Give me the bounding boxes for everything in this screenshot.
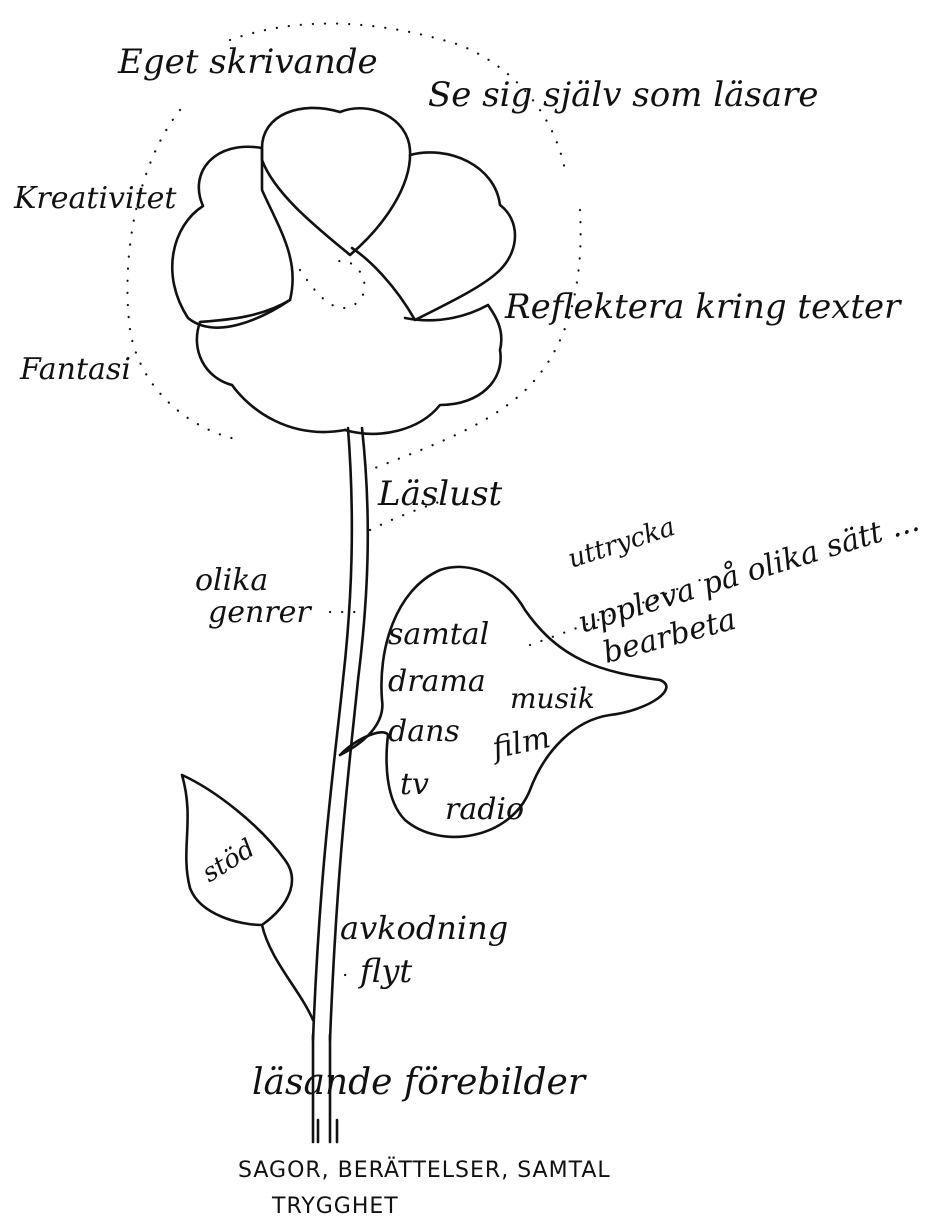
petal-right	[352, 152, 515, 320]
petal-lower-left	[197, 300, 345, 432]
label-lasande-forebilder: läsande förebilder	[252, 1065, 585, 1101]
dotted-center	[300, 261, 365, 308]
label-reflektera: Reflektera kring texter	[505, 290, 900, 324]
petal-top-center	[262, 108, 410, 255]
label-avkodning: avkodning	[340, 912, 508, 944]
leaf-stod	[182, 775, 313, 1020]
label-eget-skrivande: Eget skrivande	[118, 45, 378, 79]
label-flyt: flyt	[360, 955, 412, 987]
label-trygghet: TRYGGHET	[272, 1196, 399, 1218]
label-musik: musik	[510, 685, 595, 713]
label-drama: drama	[388, 667, 486, 697]
label-se-sig-sjalv: Se sig själv som läsare	[428, 78, 818, 112]
petal-lower-right	[345, 305, 501, 434]
dotted-halo-left	[127, 110, 240, 440]
label-sagor-berattelser-samtal: SAGOR, BERÄTTELSER, SAMTAL	[238, 1160, 611, 1182]
label-fantasi: Fantasi	[20, 355, 131, 385]
petal-top-left	[172, 147, 292, 328]
label-genrer: genrer	[208, 598, 311, 628]
label-olika: olika	[195, 566, 268, 596]
label-samtal: samtal	[388, 620, 489, 650]
label-tv: tv	[400, 770, 429, 800]
label-radio: radio	[445, 795, 524, 825]
label-dans: dans	[388, 717, 460, 747]
label-kreativitet: Kreativitet	[14, 184, 176, 214]
stem-right-line	[330, 428, 368, 1040]
stem-left-line	[313, 428, 352, 1040]
label-laslust: Läslust	[378, 477, 502, 511]
